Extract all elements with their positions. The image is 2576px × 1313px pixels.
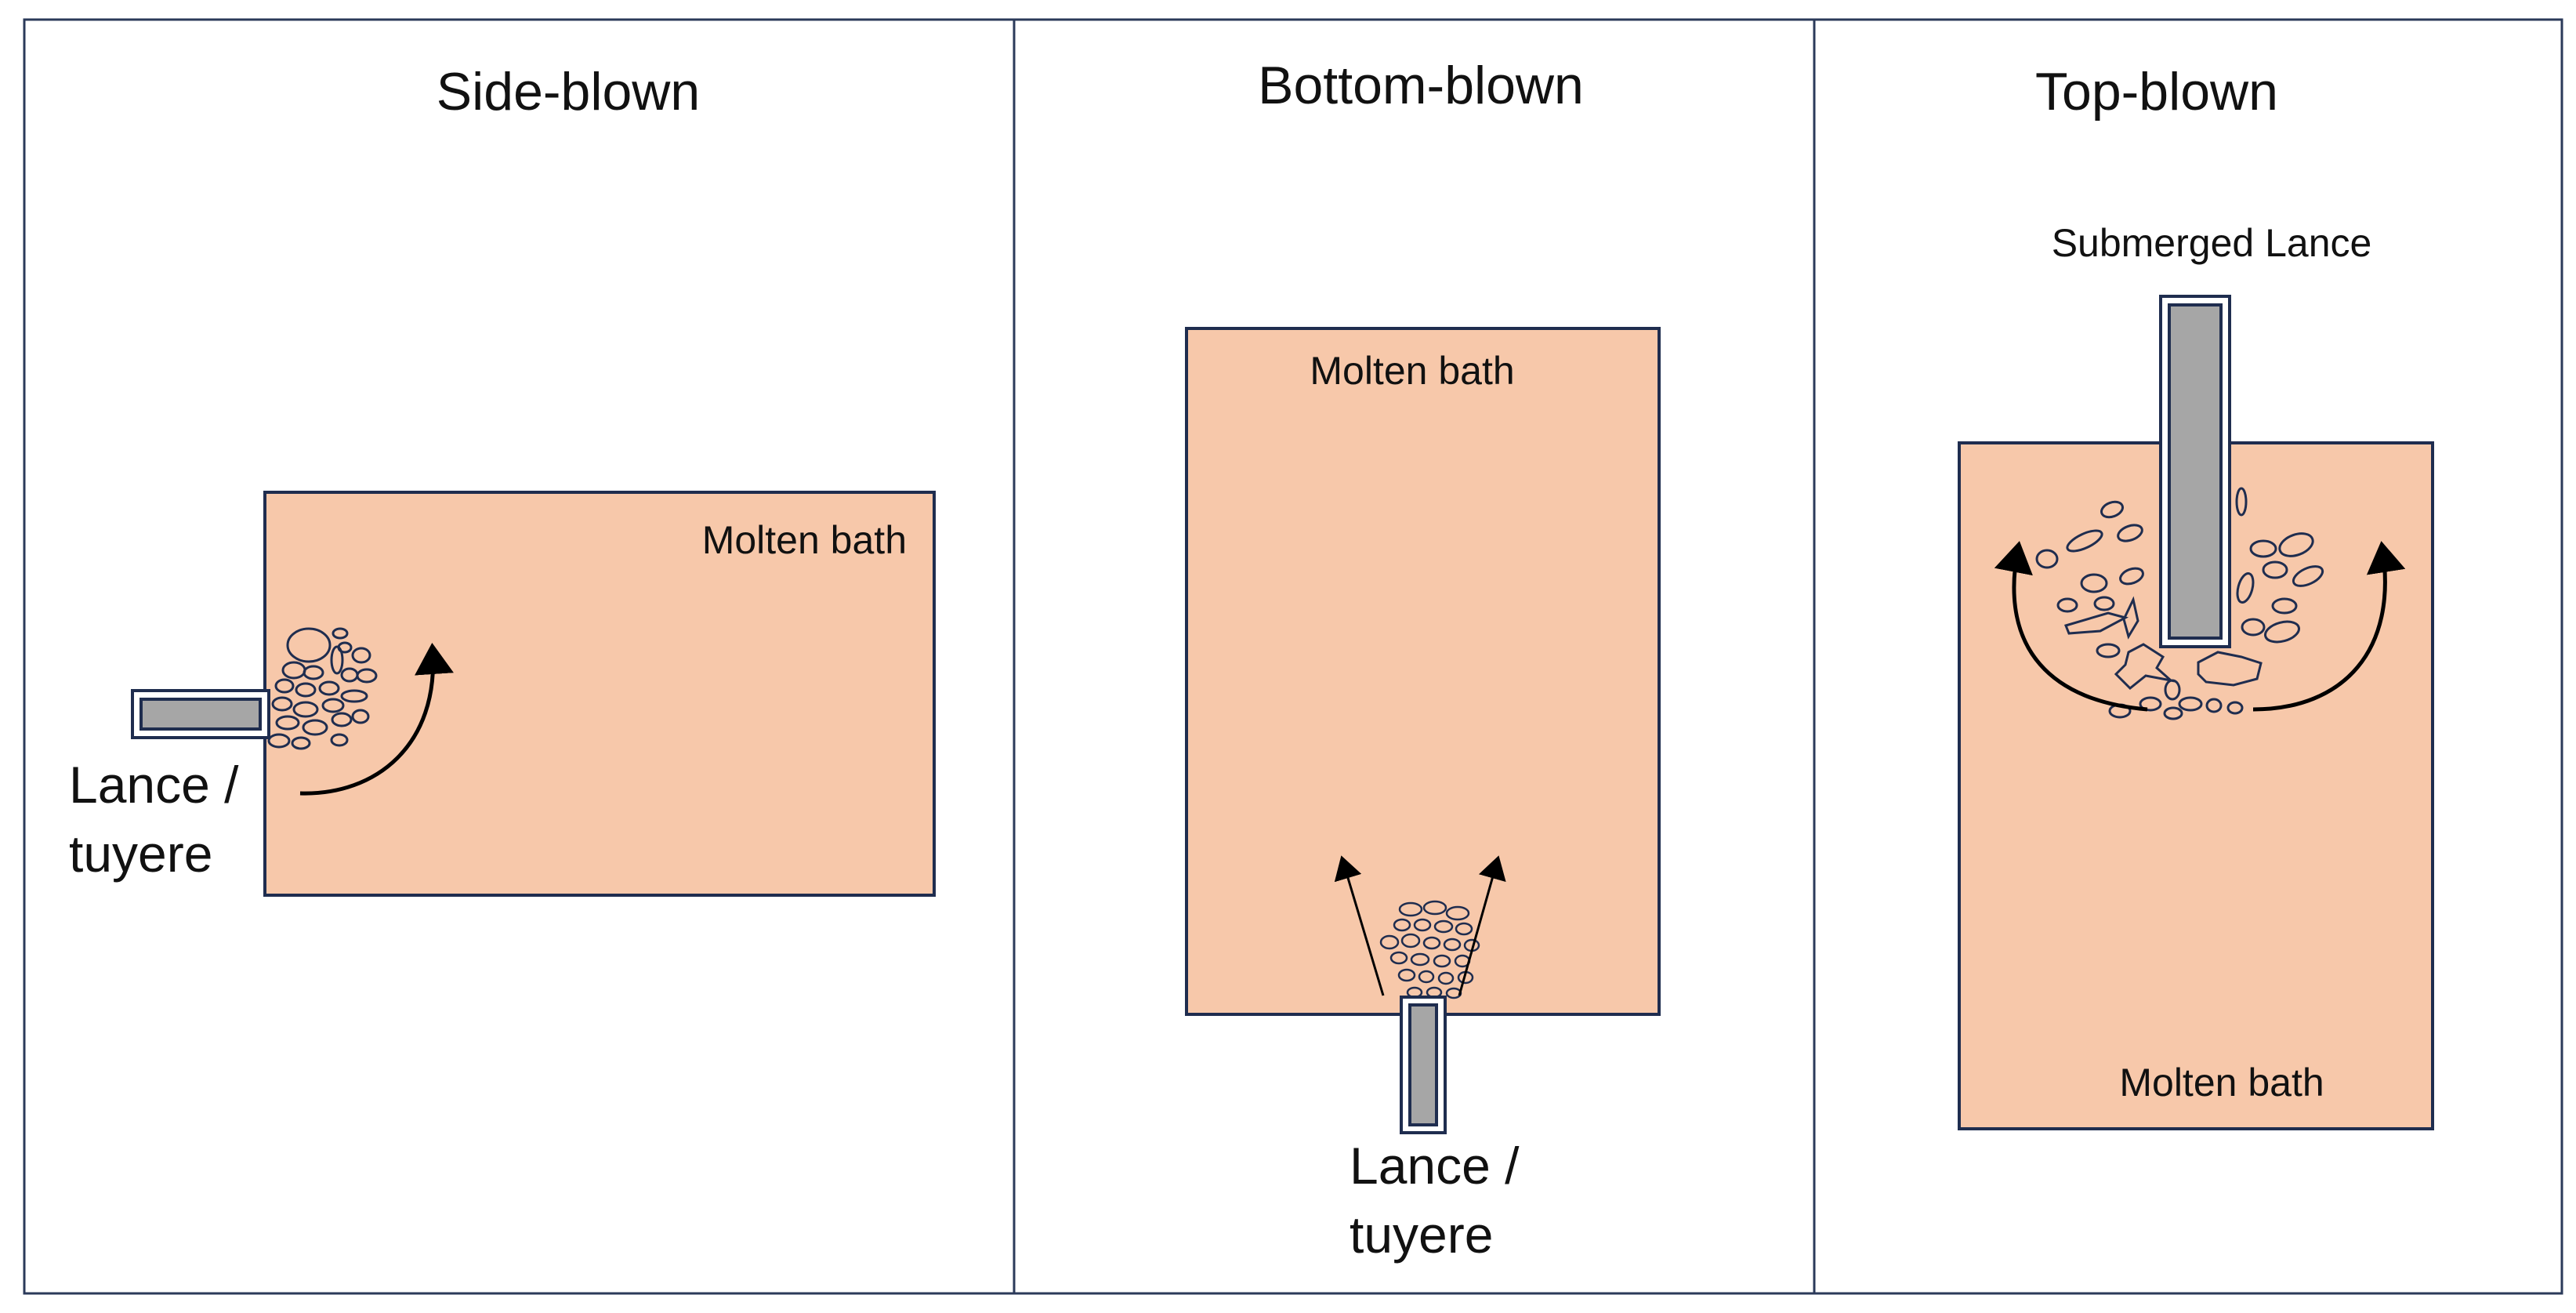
gas-bubbles xyxy=(2035,487,2324,720)
molten-bath xyxy=(1185,327,1661,1016)
panel-bottom-blown: Bottom-blown Molten bath Lance / tuyere xyxy=(1185,56,1661,1264)
lance-label-line1: Lance / xyxy=(69,756,239,814)
panel-title: Bottom-blown xyxy=(1258,56,1584,115)
curved-arrow-left-icon xyxy=(1994,541,2148,712)
lance-label-line1: Lance / xyxy=(1350,1137,1520,1195)
molten-bath xyxy=(263,491,936,897)
lance-label-line2: tuyere xyxy=(69,825,212,883)
outer-frame xyxy=(23,18,2563,1295)
bath-label: Molten bath xyxy=(2119,1061,2324,1104)
gas-bubbles xyxy=(1379,900,1480,999)
lance-label: Submerged Lance xyxy=(2052,221,2372,265)
curved-arrow-icon xyxy=(299,643,454,796)
lance-tuyere xyxy=(131,689,270,739)
lance-label-line2: tuyere xyxy=(1350,1206,1493,1264)
bath-label: Molten bath xyxy=(702,518,907,562)
panel-side-blown: Side-blown Molten bath Lance / tuyere xyxy=(69,62,936,897)
panel-title: Side-blown xyxy=(437,62,700,122)
bath-label: Molten bath xyxy=(1310,349,1514,393)
submerged-lance xyxy=(2159,295,2231,648)
panel-title: Top-blown xyxy=(2035,62,2278,122)
gas-bubbles xyxy=(267,627,378,750)
lance-tuyere xyxy=(1400,996,1447,1134)
flow-arrow-right-icon xyxy=(1458,855,1506,996)
flow-arrow-left-icon xyxy=(1334,855,1385,996)
curved-arrow-right-icon xyxy=(2252,541,2406,712)
panel-top-blown: Top-blown Submerged Lance Molten bath xyxy=(1958,62,2434,1130)
